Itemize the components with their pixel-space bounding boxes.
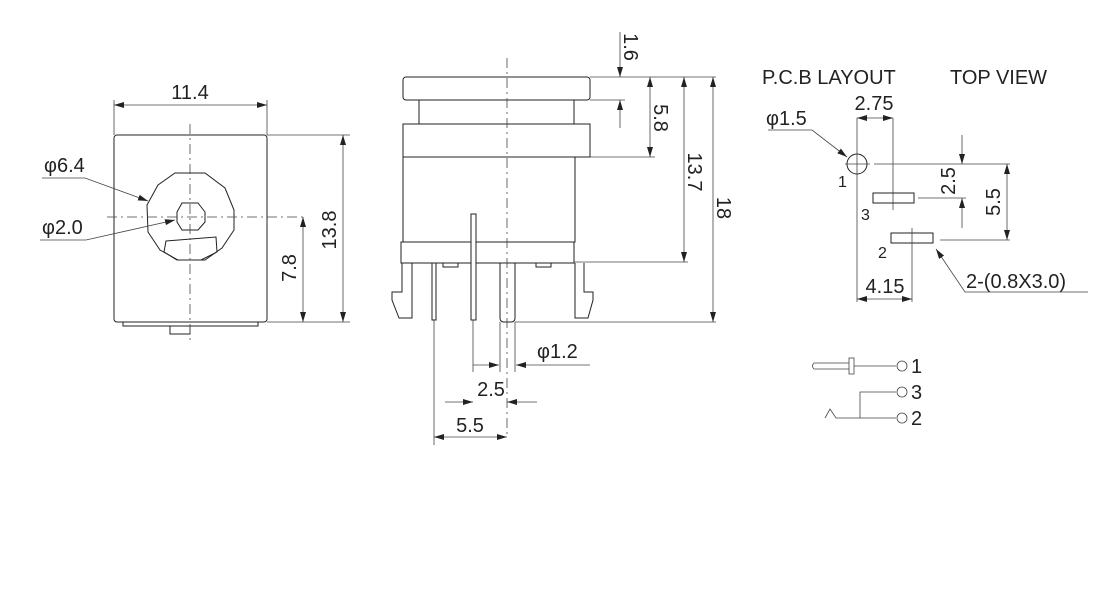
width-dimension: 11.4 xyxy=(171,82,208,104)
inner-diameter-label: φ2.0 xyxy=(42,217,83,239)
outer-diameter-label: φ6.4 xyxy=(44,155,85,177)
offset-y-large-label: 5.5 xyxy=(983,188,1005,216)
center-height-dimension: 7.8 xyxy=(279,254,301,282)
pin-label-3: 3 xyxy=(861,207,870,224)
offset-x-large-label: 4.15 xyxy=(866,276,905,298)
pin-pitch-large-label: 5.5 xyxy=(456,415,484,437)
pin-diameter-label: φ1.2 xyxy=(537,341,578,363)
top-view-title: TOP VIEW xyxy=(950,67,1047,89)
total-height-dimension: 18 xyxy=(712,197,734,219)
offset-x-label: 2.75 xyxy=(855,93,894,115)
pin-label-1: 1 xyxy=(838,174,847,191)
schematic-pin-2: 2 xyxy=(911,408,922,430)
offset-y-small-label: 2.5 xyxy=(938,167,960,195)
flange-dimension: 1.6 xyxy=(619,33,641,61)
side-view: 1.6 5.8 13.7 18 φ1.2 2.5 5.5 xyxy=(391,32,734,445)
schematic-pin-1: 1 xyxy=(911,356,922,378)
pin-pitch-small-label: 2.5 xyxy=(477,379,505,401)
pcb-layout-title: P.C.B LAYOUT xyxy=(762,67,896,89)
front-view: 11.4 13.8 7.8 φ6.4 φ2.0 xyxy=(40,82,350,343)
body-height-dimension: 13.7 xyxy=(683,153,705,192)
jack-opening xyxy=(146,172,235,261)
hole-diameter-label: φ1.5 xyxy=(766,108,807,130)
schematic-symbol: 1 3 2 xyxy=(812,356,922,430)
pcb-layout: P.C.B LAYOUT TOP VIEW 2.75 φ1.5 2.5 5.5 … xyxy=(762,67,1088,302)
schematic-pin-3: 3 xyxy=(911,382,922,404)
top-section-dimension: 5.8 xyxy=(649,104,671,132)
height-dimension: 13.8 xyxy=(319,211,341,250)
pin-label-2: 2 xyxy=(878,245,887,262)
slot-size-label: 2-(0.8X3.0) xyxy=(966,271,1066,293)
